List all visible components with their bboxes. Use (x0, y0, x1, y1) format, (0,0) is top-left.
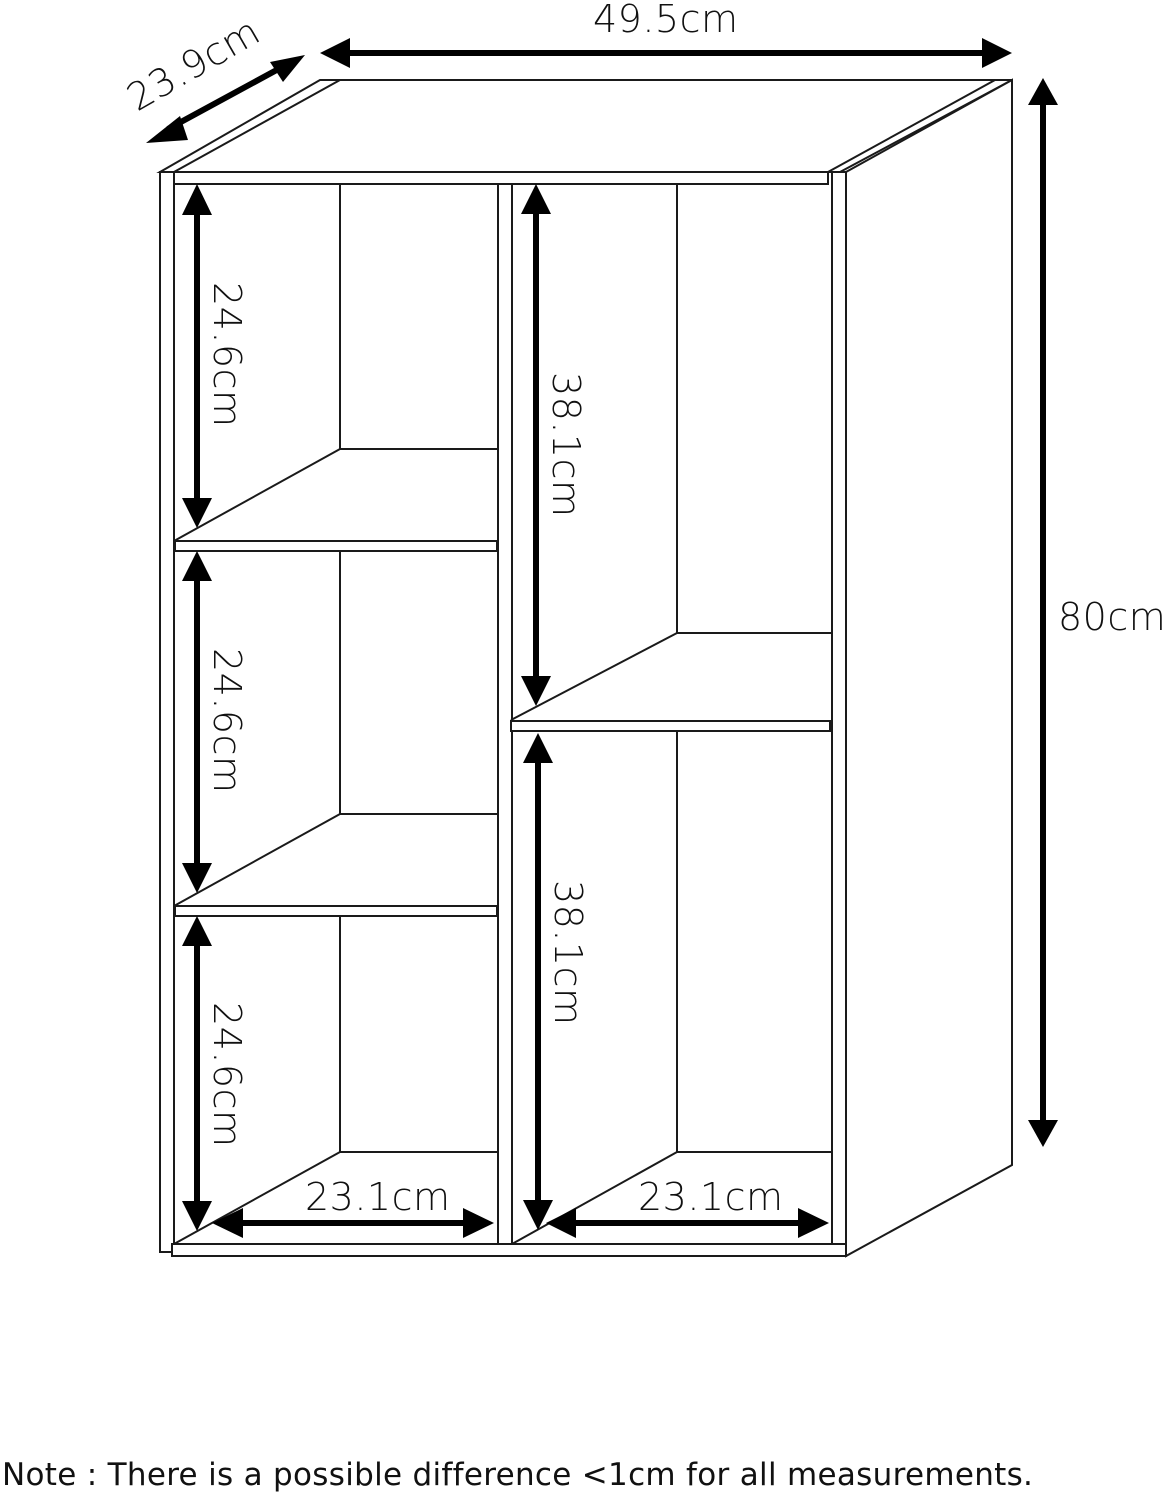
arrow-head-icon (270, 55, 305, 82)
left-bottom-height-label: 24.6cm (205, 1002, 249, 1148)
right-side-panel (845, 78, 1013, 1258)
left-middle-height-label: 24.6cm (205, 648, 249, 794)
arrow-head-icon (521, 184, 551, 214)
height-dimension: 80cm (1028, 78, 1166, 1147)
right-width-label: 23.1cm (638, 1175, 784, 1219)
right-cubby-bottom (511, 731, 832, 1245)
right-cubby-top (510, 184, 832, 721)
arrow-head-icon (182, 863, 212, 893)
right-bottom-height-dimension: 38.1cm (523, 733, 590, 1230)
right-top-height-dimension: 38.1cm (521, 184, 588, 706)
left-shelf-2 (174, 905, 498, 917)
right-bottom-height-label: 38.1cm (546, 880, 590, 1026)
width-dimension: 49.5cm (320, 0, 1012, 68)
bookcase-body (156, 78, 1013, 1258)
right-shelf (510, 720, 831, 732)
arrow-head-icon (982, 38, 1012, 68)
top-edge-line (173, 79, 341, 173)
top-right-edge-line (827, 79, 996, 173)
arrow-head-icon (1028, 78, 1058, 105)
right-panel-front-edge (831, 171, 847, 1257)
arrow-head-icon (463, 1208, 494, 1238)
arrow-head-icon (1028, 1120, 1058, 1147)
top-board-front-edge (173, 171, 829, 185)
left-shelf-1 (174, 540, 498, 552)
left-top-height-label: 24.6cm (205, 282, 249, 428)
arrow-head-icon (523, 733, 553, 763)
left-cubby-bottom (173, 916, 498, 1245)
arrow-head-icon (546, 1208, 576, 1238)
depth-arrow-line (166, 63, 286, 132)
arrow-head-icon (798, 1208, 829, 1238)
left-width-label: 23.1cm (305, 1175, 451, 1219)
left-top-height-dimension: 24.6cm (182, 184, 249, 528)
left-cubby-top (173, 184, 498, 542)
arrow-head-icon (521, 676, 551, 706)
bottom-board-front-edge (171, 1243, 847, 1257)
arrow-head-icon (146, 116, 188, 143)
width-label: 49.5cm (593, 0, 739, 41)
left-middle-height-dimension: 24.6cm (182, 551, 249, 893)
height-label: 80cm (1058, 595, 1166, 639)
measurement-note: Note : There is a possible difference <1… (2, 1457, 1034, 1493)
left-width-dimension: 23.1cm (212, 1175, 494, 1238)
left-panel-front-edge (159, 171, 175, 1253)
arrow-head-icon (182, 1201, 212, 1231)
arrow-head-icon (182, 184, 212, 215)
arrow-head-icon (182, 916, 212, 946)
right-top-height-label: 38.1cm (544, 372, 588, 518)
arrow-head-icon (182, 551, 212, 581)
right-width-dimension: 23.1cm (546, 1175, 829, 1238)
arrow-head-icon (320, 38, 350, 68)
arrow-head-icon (182, 498, 212, 528)
center-divider (497, 183, 513, 1245)
left-cubby-middle (173, 551, 498, 907)
arrow-head-icon (212, 1208, 243, 1238)
left-bottom-height-dimension: 24.6cm (182, 916, 249, 1231)
depth-label: 23.9cm (120, 9, 268, 120)
arrow-head-icon (523, 1200, 553, 1230)
